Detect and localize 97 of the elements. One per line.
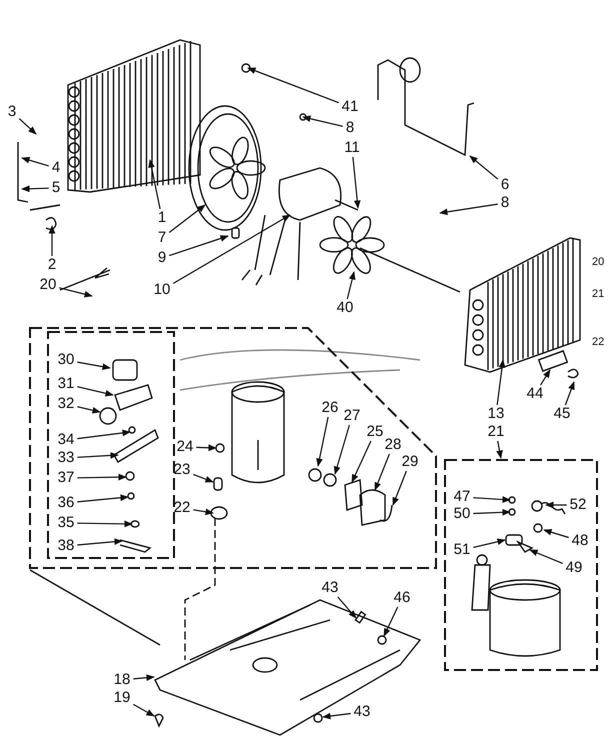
callout-number: 43: [354, 704, 370, 720]
leader-line: [77, 520, 133, 528]
leader-line: [545, 502, 567, 508]
leader-line: [168, 204, 206, 233]
callout-number: 8: [346, 120, 354, 136]
leader-line: [540, 369, 550, 386]
callout-number: 40: [336, 300, 354, 316]
leader-line: [193, 508, 214, 516]
leader-line: [564, 381, 575, 406]
leader-line: [346, 271, 356, 300]
leader-line: [18, 118, 37, 135]
callout-number: 29: [402, 454, 418, 470]
callout-number: 47: [454, 489, 470, 505]
callout-number: 25: [366, 424, 384, 440]
callout-number: 19: [114, 690, 130, 706]
leader-line: [21, 185, 49, 192]
callout-number: 11: [344, 140, 360, 156]
leader-line: [133, 674, 155, 682]
callout-number: 20: [592, 256, 604, 268]
leader-line: [77, 474, 127, 480]
callout-number: 41: [342, 99, 358, 115]
callout-number: 33: [58, 450, 74, 466]
leader-line: [473, 496, 511, 503]
callout-number: 4: [52, 160, 60, 176]
leader-line: [337, 596, 357, 619]
leader-line: [351, 440, 372, 483]
callout-number: 38: [58, 538, 74, 554]
callout-number: 52: [570, 497, 586, 513]
leader-line: [77, 538, 123, 546]
callout-number: 44: [526, 386, 544, 402]
leader-line: [439, 204, 498, 216]
callout-number: 51: [454, 542, 470, 558]
leader-line: [383, 606, 398, 637]
leader-line: [196, 444, 217, 452]
callout-number: 2: [48, 257, 56, 273]
callout-number: 35: [58, 515, 74, 531]
leader-line: [133, 704, 155, 717]
callout-number: 1: [158, 210, 166, 226]
leader-line: [247, 67, 339, 104]
leader-line: [496, 359, 506, 406]
callout-number: 48: [572, 533, 588, 549]
leader-line: [48, 225, 56, 256]
leader-line: [77, 362, 111, 370]
callout-number: 7: [158, 230, 166, 246]
leader-line: [496, 440, 503, 459]
callout-number: 22: [174, 500, 190, 516]
callout-number: 8: [500, 195, 510, 211]
leader-line: [302, 115, 343, 127]
callout-number: 13: [488, 406, 504, 422]
callout-number: 36: [58, 495, 74, 511]
callout-number: 9: [158, 250, 166, 266]
leader-line: [59, 287, 93, 298]
leader-line: [316, 416, 329, 467]
leader-line: [148, 159, 161, 210]
callout-number: 27: [344, 408, 360, 424]
leader-line: [173, 214, 291, 284]
callout-number: 21: [488, 424, 504, 440]
leader-line: [77, 430, 131, 440]
leader-line: [77, 494, 129, 502]
leader-line: [21, 156, 49, 166]
callout-number: 24: [176, 439, 194, 455]
callout-number: 30: [58, 352, 74, 368]
leader-line: [322, 712, 351, 720]
leader-line: [77, 386, 114, 397]
callout-number: 20: [40, 277, 56, 293]
callout-number: 26: [322, 400, 338, 416]
callout-number: 3: [8, 104, 16, 120]
callout-number: 5: [52, 180, 60, 196]
callout-number: 37: [58, 470, 74, 486]
callout-number: 31: [58, 376, 74, 392]
callout-number: 6: [500, 177, 510, 193]
leader-line: [77, 452, 119, 459]
leader-line: [529, 549, 563, 564]
callout-number: 28: [384, 437, 402, 453]
callout-number: 49: [566, 560, 582, 576]
leader-line: [392, 470, 407, 506]
leader-line: [193, 474, 214, 483]
leader-line: [473, 508, 511, 516]
leader-line: [469, 155, 498, 180]
callout-number: 32: [58, 396, 74, 412]
leader-line: [543, 528, 569, 538]
leader-line: [352, 156, 361, 209]
leader-line: [374, 454, 390, 491]
callout-number: 46: [394, 590, 410, 606]
callout-number: 18: [114, 672, 130, 688]
callout-number: 23: [174, 462, 190, 478]
callout-number: 50: [454, 506, 470, 522]
callout-number: 43: [322, 580, 338, 596]
callout-number: 45: [554, 406, 570, 422]
leader-line: [77, 406, 101, 414]
callout-number: 34: [58, 432, 74, 448]
callout-number: 22: [592, 336, 604, 348]
callout-number: 10: [154, 282, 170, 298]
callout-number: 21: [592, 288, 604, 300]
leader-line: [334, 424, 350, 475]
leader-line: [169, 235, 229, 256]
leader-line: [473, 538, 506, 548]
